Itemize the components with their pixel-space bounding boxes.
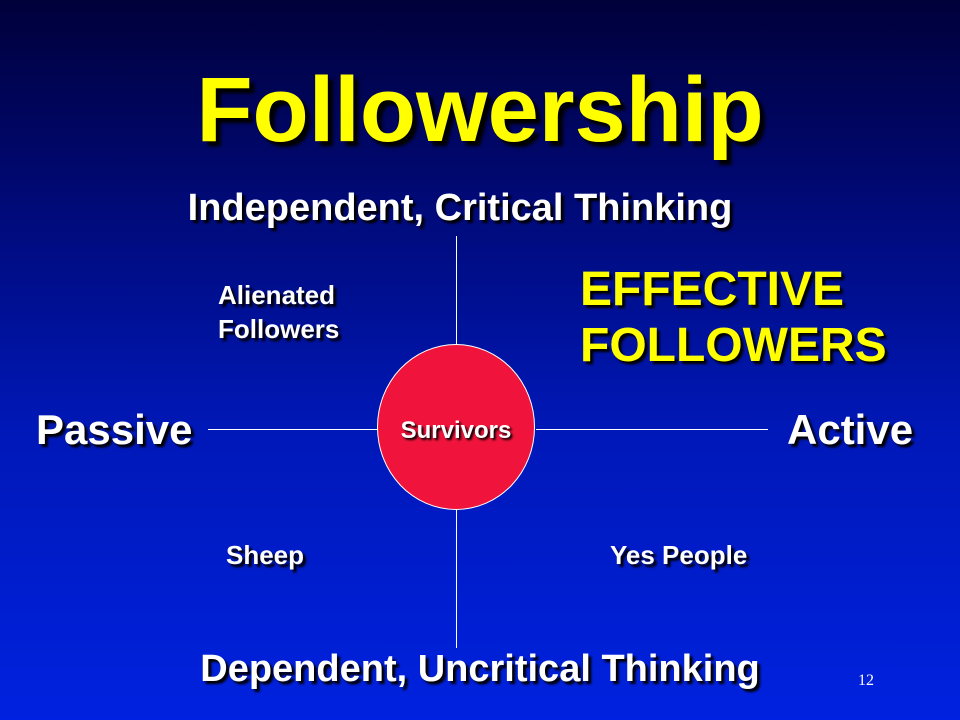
quadrant-top-left-line-2: Followers bbox=[218, 314, 340, 344]
quadrant-bottom-left-label: Sheep bbox=[226, 540, 305, 570]
quadrant-top-left-label: Alienated Followers bbox=[218, 278, 339, 346]
vertical-axis-top-line bbox=[456, 236, 457, 346]
center-circle bbox=[377, 344, 535, 510]
axis-label-top: Independent, Critical Thinking bbox=[187, 187, 733, 229]
quadrant-bottom-right-label: Yes People bbox=[610, 540, 748, 570]
page-number: 12 bbox=[858, 672, 874, 689]
horizontal-axis-right-line bbox=[536, 429, 768, 430]
quadrant-top-right-label: EFFECTIVE FOLLOWERS bbox=[580, 262, 887, 374]
axis-label-right: Active bbox=[787, 406, 914, 453]
axis-label-bottom: Dependent, Uncritical Thinking bbox=[200, 648, 760, 690]
slide-title: Followership bbox=[196, 59, 764, 161]
center-label: Survivors bbox=[400, 417, 512, 444]
vertical-axis-bottom-line bbox=[456, 510, 457, 648]
quadrant-top-left-line-1: Alienated bbox=[218, 280, 336, 310]
quadrant-top-right-line-1: EFFECTIVE bbox=[580, 263, 845, 316]
horizontal-axis-left-line bbox=[208, 429, 378, 430]
axis-label-left: Passive bbox=[36, 406, 193, 453]
quadrant-top-right-line-2: FOLLOWERS bbox=[580, 319, 887, 372]
